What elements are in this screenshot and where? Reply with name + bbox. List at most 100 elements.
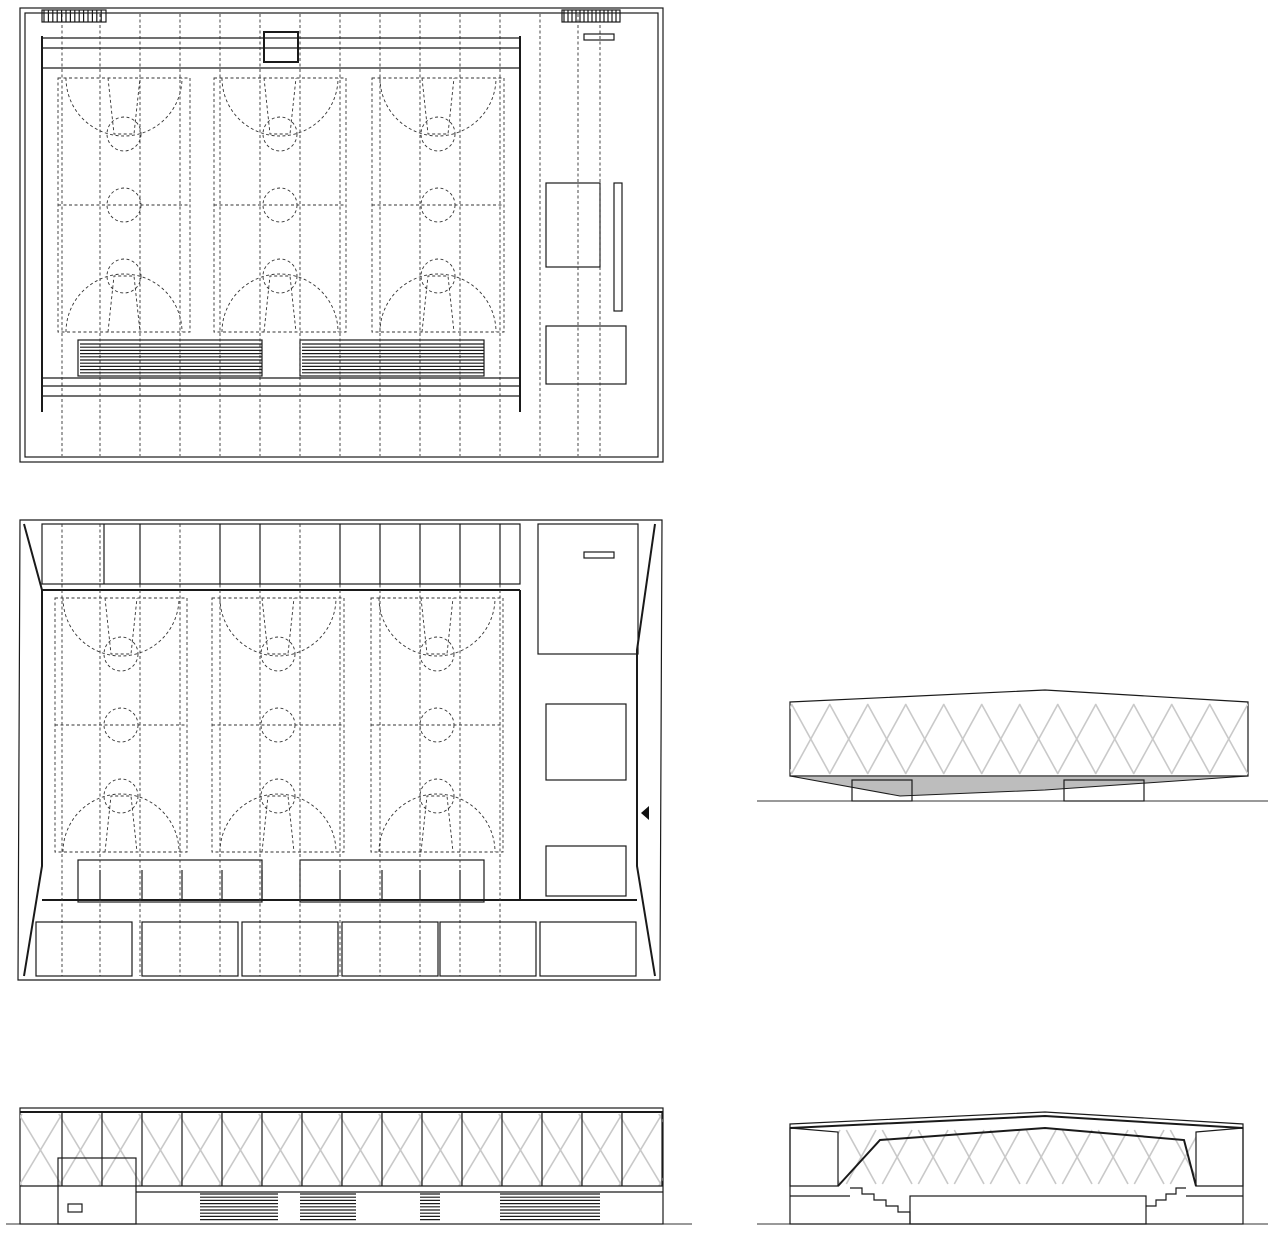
mesh-strand [790, 768, 793, 775]
section-outline [19, 1107, 664, 1225]
bleacher-seats [200, 1193, 600, 1221]
mesh-strand [845, 1129, 877, 1185]
facade-mesh [20, 1113, 663, 1187]
mesh-strand [618, 1113, 663, 1187]
free-throw-circle [106, 258, 142, 294]
mesh-strand [658, 1177, 663, 1187]
mesh-strand [20, 1113, 23, 1119]
entry-volume [57, 1157, 137, 1225]
stair-core [545, 703, 627, 781]
mesh-strand [578, 1113, 623, 1187]
mesh-strand [980, 703, 1021, 775]
mesh-strand [20, 1114, 63, 1187]
roof-slab [789, 1114, 1244, 1129]
mesh-strand [538, 1113, 583, 1187]
three-point-arc [221, 77, 339, 137]
mesh-strand [298, 1113, 343, 1187]
three-point-arc [219, 597, 337, 657]
bleacher-west [77, 339, 263, 377]
glazing-panels [20, 1112, 663, 1187]
hall-ceiling-line [837, 1126, 1197, 1187]
stair-top-right [561, 9, 621, 23]
key-lane [261, 597, 295, 655]
plan-outline [17, 519, 663, 981]
key-lane [261, 795, 295, 853]
three-point-arc [65, 77, 183, 137]
mesh-strand [338, 1113, 383, 1187]
mesh-strand [1094, 703, 1135, 775]
mesh-strand [178, 1113, 223, 1187]
cross-section [757, 1111, 1268, 1225]
bleacher-east [299, 339, 485, 377]
mesh-strand [866, 703, 907, 775]
mesh-strand [20, 1181, 23, 1187]
free-throw-circle [103, 778, 139, 814]
changing-room [35, 921, 133, 977]
mesh-strand [904, 703, 945, 775]
truss-east [1195, 1127, 1244, 1187]
center-circle [103, 707, 139, 743]
court-back-wall [909, 1195, 1147, 1225]
roof-hatch [263, 31, 299, 63]
center-circle [106, 187, 142, 223]
service-core [545, 845, 627, 897]
slanted-facade-west [23, 523, 43, 977]
key-lane [421, 77, 455, 135]
ground-floor-plan [17, 519, 663, 981]
service-core [545, 325, 627, 385]
shaft [613, 182, 623, 312]
mesh-strand [1097, 1129, 1129, 1185]
free-throw-circle [103, 636, 139, 672]
soffit [789, 775, 1249, 797]
mesh-strand [953, 1129, 985, 1185]
tribune-east [1146, 1187, 1186, 1207]
three-point-arc [379, 77, 497, 137]
plan-inner-border [24, 12, 659, 458]
three-point-arc [62, 793, 180, 853]
changing-room [141, 921, 239, 977]
three-point-arc [65, 273, 183, 333]
base-entrance [851, 779, 913, 802]
key-lane [104, 795, 138, 853]
truss-west [789, 1127, 839, 1187]
three-point-arc [379, 273, 497, 333]
free-throw-circle [419, 636, 455, 672]
longitudinal-section [6, 1107, 692, 1225]
three-point-arc [378, 597, 496, 657]
three-point-arc [62, 597, 180, 657]
changing-room [241, 921, 339, 977]
stair-core [545, 182, 601, 268]
facade-mesh [838, 1129, 1196, 1185]
mesh-strand [498, 1113, 543, 1187]
center-circle [419, 707, 455, 743]
free-throw-circle [420, 258, 456, 294]
mesh-strand [989, 1129, 1021, 1185]
mesh-strand [828, 703, 869, 775]
free-throw-circle [106, 116, 142, 152]
slanted-facade-east [636, 523, 656, 977]
vent-slot [583, 33, 615, 41]
facade-mesh [790, 703, 1248, 775]
bleacher-east [299, 859, 485, 903]
mesh-strand [98, 1113, 143, 1187]
mesh-strand [418, 1113, 463, 1187]
mesh-strand [1133, 1129, 1165, 1185]
free-throw-circle [262, 116, 298, 152]
changing-room [439, 921, 537, 977]
free-throw-circle [420, 116, 456, 152]
mesh-strand [942, 703, 983, 775]
center-circle [420, 187, 456, 223]
triangle-arrow-icon [641, 806, 649, 820]
key-lane [421, 275, 455, 333]
tribune-west [850, 1187, 911, 1224]
key-lane [420, 795, 454, 853]
mesh-strand [790, 703, 831, 775]
bleacher-west [77, 859, 263, 903]
plan-outer-border [19, 7, 664, 463]
base-service [1063, 779, 1145, 802]
changing-rooms-north [41, 523, 521, 585]
mesh-strand [58, 1113, 103, 1187]
mesh-strand [458, 1113, 503, 1187]
mesh-strand [378, 1113, 423, 1187]
